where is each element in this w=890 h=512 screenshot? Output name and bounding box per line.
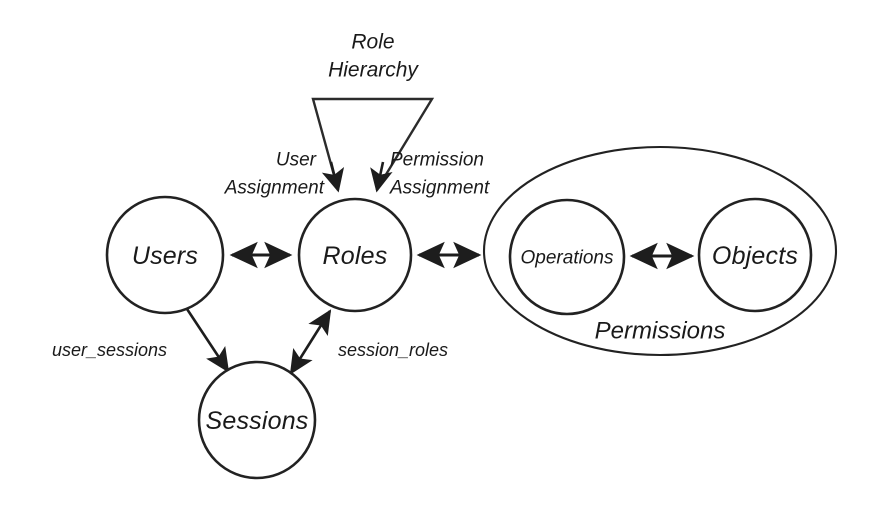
node-users[interactable]: Users	[105, 195, 225, 315]
session-roles-label: session_roles	[338, 340, 448, 360]
user-assignment-label-line2: Assignment	[224, 178, 325, 199]
permission-assignment-arrow	[370, 161, 393, 193]
operations-label: Operations	[521, 248, 614, 269]
connector-users-sessions	[185, 308, 230, 373]
assignment-labels: User Assignment Permission Assignment	[224, 150, 490, 199]
users-label: Users	[132, 242, 198, 270]
users-circle[interactable]	[105, 195, 225, 315]
role-hierarchy-label-line1: Role	[351, 31, 394, 54]
node-roles[interactable]: Roles	[297, 197, 413, 313]
operations-circle[interactable]	[508, 198, 626, 316]
sessions-circle[interactable]	[197, 360, 317, 480]
permission-assignment-label-line2: Assignment	[389, 178, 490, 199]
user-sessions-label: user_sessions	[52, 340, 167, 360]
connector-sessions-roles	[289, 309, 332, 375]
objects-circle[interactable]	[697, 197, 813, 313]
permissions-label: Permissions	[595, 318, 726, 345]
node-objects[interactable]: Objects	[697, 197, 813, 313]
roles-circle[interactable]	[297, 197, 413, 313]
roles-label: Roles	[323, 242, 388, 270]
role-hierarchy-label-line2: Hierarchy	[328, 59, 419, 82]
role-hierarchy-trapezoid[interactable]	[311, 97, 435, 187]
user-assignment-label-line1: User	[276, 150, 317, 171]
sessions-label: Sessions	[205, 407, 308, 435]
user-assignment-arrow	[321, 161, 345, 193]
role-hierarchy-arrows	[321, 161, 393, 193]
objects-label: Objects	[712, 242, 798, 270]
role-hierarchy-group[interactable]: Role Hierarchy	[311, 31, 435, 187]
permission-assignment-label-line1: Permission	[390, 150, 484, 171]
node-operations[interactable]: Operations	[508, 198, 626, 316]
node-sessions[interactable]: Sessions	[197, 360, 317, 480]
